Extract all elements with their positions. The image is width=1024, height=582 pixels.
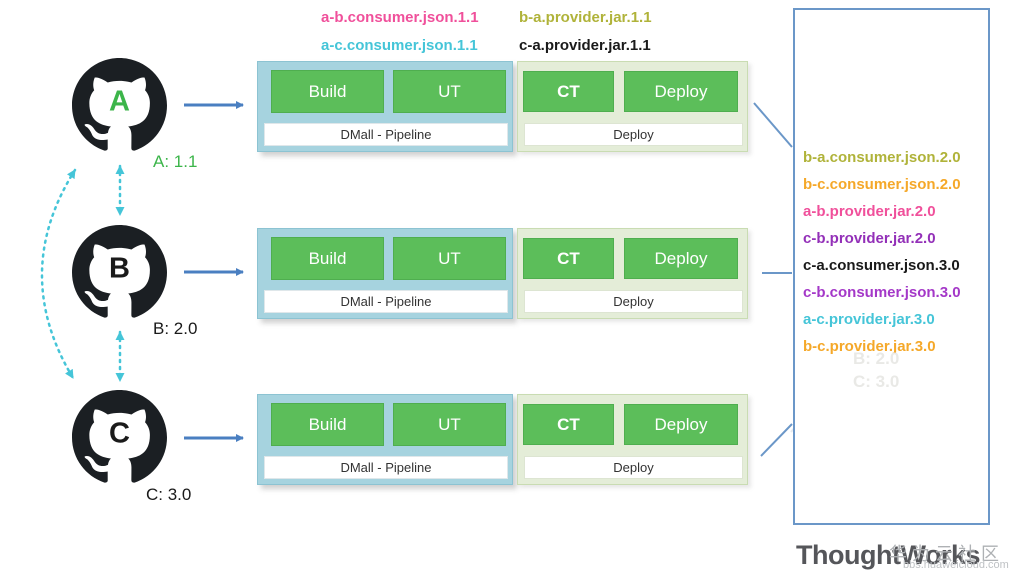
watermark-community: 华为云社区 bbox=[889, 544, 1004, 564]
deploy-stage: Deploy bbox=[624, 404, 738, 445]
pipeline-row-a: Build UT DMall - Pipeline CT Deploy Depl… bbox=[257, 61, 749, 152]
pipeline-row-b: Build UT DMall - Pipeline CT Deploy Depl… bbox=[257, 228, 749, 319]
ut-stage: UT bbox=[393, 70, 506, 113]
contract-label-ac-consumer: a-c.consumer.json.1.1 bbox=[321, 37, 478, 54]
ut-stage: UT bbox=[393, 403, 506, 446]
dmall-pipeline-box: Build UT DMall - Pipeline bbox=[257, 61, 513, 152]
github-icon bbox=[72, 225, 167, 318]
deploy-label: Deploy bbox=[524, 456, 743, 479]
connector-row1 bbox=[753, 102, 793, 148]
contract-label-ab-consumer: a-b.consumer.json.1.1 bbox=[321, 9, 479, 26]
repo-a-version: A: 1.1 bbox=[153, 152, 198, 171]
repo-c-version: C: 3.0 bbox=[146, 485, 192, 504]
contract-item: c-b.consumer.json.3.0 bbox=[803, 284, 961, 301]
github-icon bbox=[72, 390, 167, 483]
thoughtworks-logo: ThoughtWorks bbox=[796, 540, 980, 570]
contract-item: c-a.consumer.json.3.0 bbox=[803, 257, 960, 274]
ghost-version-c: C: 3.0 bbox=[853, 372, 900, 391]
build-stage: Build bbox=[271, 403, 384, 446]
contract-broker-box: b-a.consumer.json.2.0 b-c.consumer.json.… bbox=[793, 8, 990, 525]
deploy-stage: Deploy bbox=[624, 238, 738, 279]
dmall-pipeline-label: DMall - Pipeline bbox=[264, 290, 508, 313]
dmall-pipeline-label: DMall - Pipeline bbox=[264, 456, 508, 479]
contract-item: c-b.provider.jar.2.0 bbox=[803, 230, 936, 247]
repo-c-letter: C bbox=[109, 417, 130, 450]
deploy-label: Deploy bbox=[524, 290, 743, 313]
deploy-stage-box: CT Deploy Deploy bbox=[517, 61, 748, 152]
repo-c: C bbox=[72, 390, 167, 485]
repo-b-version: B: 2.0 bbox=[153, 319, 198, 338]
connector-row3 bbox=[760, 423, 793, 457]
repo-b-letter: B bbox=[109, 252, 130, 285]
github-icon bbox=[72, 58, 167, 151]
contract-item: a-c.provider.jar.3.0 bbox=[803, 311, 935, 328]
watermark-url: bbs.huaweicloud.com bbox=[903, 559, 1009, 571]
dmall-pipeline-box: Build UT DMall - Pipeline bbox=[257, 394, 513, 485]
contract-label-ca-provider: c-a.provider.jar.1.1 bbox=[519, 37, 651, 54]
repo-a: A bbox=[72, 58, 167, 153]
ct-stage: CT bbox=[523, 71, 614, 112]
ct-stage: CT bbox=[523, 404, 614, 445]
contract-item: b-c.provider.jar.3.0 bbox=[803, 338, 936, 355]
deploy-stage: Deploy bbox=[624, 71, 738, 112]
deploy-label: Deploy bbox=[524, 123, 743, 146]
contract-item: a-b.provider.jar.2.0 bbox=[803, 203, 936, 220]
ut-stage: UT bbox=[393, 237, 506, 280]
contract-label-ba-provider: b-a.provider.jar.1.1 bbox=[519, 9, 652, 26]
pipeline-row-c: Build UT DMall - Pipeline CT Deploy Depl… bbox=[257, 394, 749, 485]
deploy-stage-box: CT Deploy Deploy bbox=[517, 394, 748, 485]
dmall-pipeline-label: DMall - Pipeline bbox=[264, 123, 508, 146]
repo-b: B bbox=[72, 225, 167, 320]
ct-stage: CT bbox=[523, 238, 614, 279]
contract-list: b-a.consumer.json.2.0 b-c.consumer.json.… bbox=[803, 144, 988, 360]
repo-a-letter: A bbox=[109, 85, 130, 118]
contract-item: b-c.consumer.json.2.0 bbox=[803, 176, 961, 193]
dmall-pipeline-box: Build UT DMall - Pipeline bbox=[257, 228, 513, 319]
sync-arc-a-c bbox=[40, 168, 77, 380]
build-stage: Build bbox=[271, 70, 384, 113]
build-stage: Build bbox=[271, 237, 384, 280]
ghost-version-b: B: 2.0 bbox=[853, 349, 900, 368]
deploy-stage-box: CT Deploy Deploy bbox=[517, 228, 748, 319]
contract-item: b-a.consumer.json.2.0 bbox=[803, 149, 961, 166]
